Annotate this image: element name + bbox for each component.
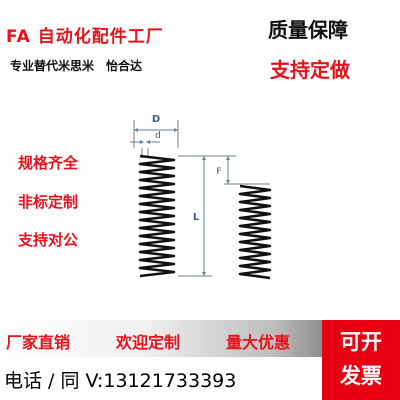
- contact-bar: 电话 / 同 V:13121733393: [0, 357, 322, 400]
- short-spring: [238, 184, 272, 280]
- label-F: F: [216, 167, 221, 177]
- spring-diagram: D d L F: [130, 114, 272, 280]
- brand-title: FA 自动化配件工厂: [6, 27, 164, 47]
- label-d: d: [155, 131, 161, 141]
- feature-nonstandard: 非标定制: [18, 193, 79, 211]
- feature-complete-specs: 规格齐全: [18, 154, 79, 172]
- contact-phone: 电话 / 同 V:13121733393: [4, 370, 237, 392]
- band-factory-direct: 厂家直销: [6, 333, 71, 352]
- band-bulk-discount: 量大优惠: [226, 333, 291, 352]
- invoice-badge: 可开 发票: [322, 320, 400, 400]
- custom-made-label: 支持定做: [270, 58, 350, 82]
- band-welcome-custom: 欢迎定制: [116, 333, 181, 352]
- invoice-line-1: 可开: [340, 330, 382, 354]
- invoice-line-2: 发票: [340, 364, 382, 388]
- quality-guarantee: 质量保障: [268, 18, 348, 42]
- subtitle: 专业替代米思米 怡合达: [10, 59, 143, 73]
- label-D: D: [152, 114, 160, 125]
- tall-spring: [138, 154, 176, 278]
- bottom-promo-band: 厂家直销 欢迎定制 量大优惠: [0, 320, 322, 357]
- label-L: L: [193, 212, 200, 223]
- feature-corporate: 支持对公: [18, 231, 79, 249]
